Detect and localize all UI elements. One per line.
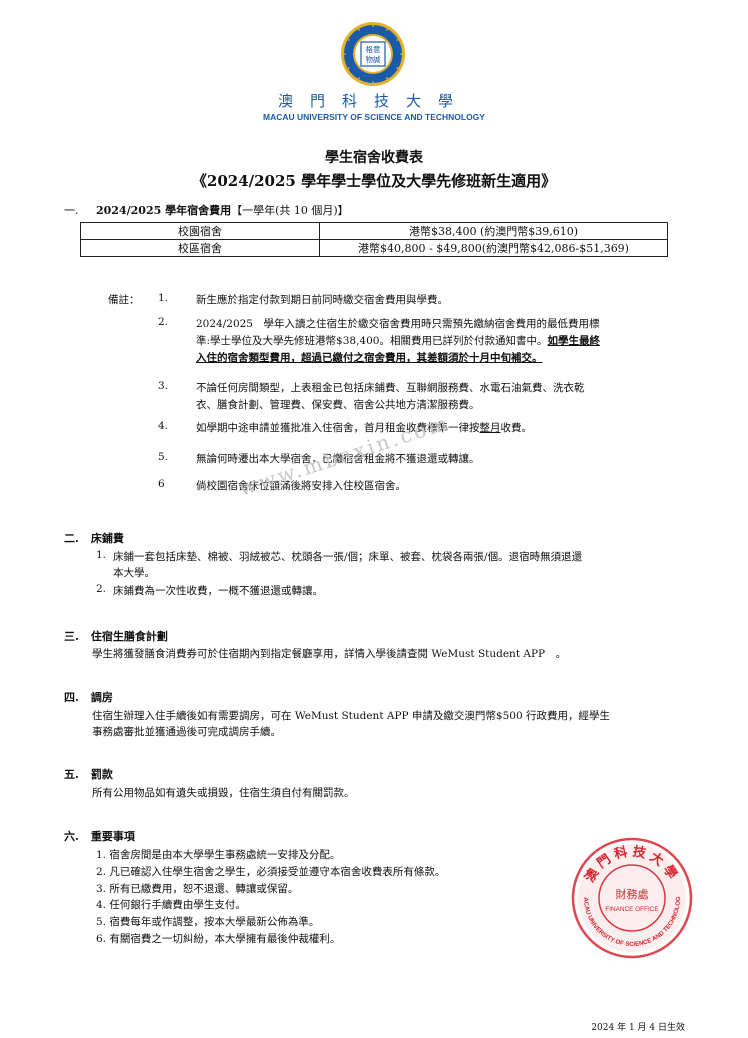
list-text: 床鋪一套包括床墊、棉被、羽絨被芯、枕頭各一張/個；床單、被套、枕袋各兩張/個。退… (113, 551, 583, 563)
list-item: 4. 任何銀行手續費由學生支付。 (96, 897, 246, 912)
section-title: 調房 (90, 691, 113, 704)
seal-center-en: FINANCE OFFICE (605, 906, 658, 913)
section-text: 學生將獲發膳食消費券可於住宿期內到指定餐廳享用，詳情入學後請查閱 WeMust … (92, 648, 567, 660)
section-text: 事務處審批並獲通過後可完成調房手續。 (92, 726, 281, 738)
list-text: 所有已繳費用，恕不退還、轉讓或保留。 (109, 883, 299, 895)
fee-table-cell: 校區宿舍 (80, 239, 320, 257)
seal-center-cn: 財務處 (616, 887, 649, 901)
university-logo: 格意 物誠 (341, 22, 405, 86)
section-number: 六. (64, 830, 79, 843)
list-text: 凡已確認入住學生宿舍之學生，必須接受並遵守本宿舍收費表所有條款。 (109, 866, 446, 878)
note-number: 1. (158, 292, 169, 304)
note-number: 3. (158, 380, 169, 392)
section-title: 床鋪費 (90, 532, 124, 545)
section-number: 一. (64, 204, 79, 217)
note-text-underlined: 整月 (479, 422, 501, 434)
note-text: 不論任何房間類型，上表租金已包括床鋪費、互聯網服務費、水電石油氣費、洗衣乾 (196, 382, 585, 394)
section2-heading: 二. 床鋪費 (64, 530, 124, 546)
list-text: 宿費每年或作調整，按本大學最新公佈為準。 (109, 916, 320, 928)
list-text: 有關宿費之一切糾紛，本大學擁有最後仲裁權利。 (109, 933, 341, 945)
section-text: 所有公用物品如有遺失或損毀，住宿生須自付有關罰款。 (92, 787, 355, 799)
university-name-en: MACAU UNIVERSITY OF SCIENCE AND TECHNOLO… (263, 112, 485, 122)
section-text: 住宿生辦理入住手續後如有需要調房，可在 WeMust Student APP 申… (92, 710, 610, 722)
list-item: 2. 凡已確認入住學生宿舍之學生，必須接受並遵守本宿舍收費表所有條款。 (96, 864, 445, 879)
logo-ring-dots (344, 25, 402, 83)
table-row: 校區宿舍 港幣$40,800 - $49,800(約澳門幣$42,086-$51… (80, 239, 668, 257)
section1-heading: 一. 2024/2025 學年宿舍費用【一學年(共 10 個月)】 (64, 202, 349, 218)
section-number: 二. (64, 532, 79, 545)
note-number: 2. (158, 316, 169, 328)
list-item: 6. 有關宿費之一切糾紛，本大學擁有最後仲裁權利。 (96, 931, 340, 946)
note-text: 如學期中途申請並獲批准入住宿舍，首月租金收費標準一律按 (196, 422, 480, 434)
note-text: 2024/2025 學年入讀之住宿生於繳交宿舍費用時只需預先繳納宿舍費用的最低費… (196, 318, 600, 330)
section5-heading: 五. 罰款 (64, 766, 113, 782)
document-subtitle: 《2024/2025 學年學士學位及大學先修班新生適用》 (191, 172, 557, 190)
note-text: 收費。 (500, 422, 533, 434)
list-number: 5. (96, 916, 107, 928)
note-text-emphasis: 如學生最終 (547, 335, 600, 347)
university-name-cn: 澳門科技大學 (277, 92, 470, 110)
list-number: 1. (96, 549, 107, 561)
note-number: 4. (158, 420, 169, 432)
logo-inner-line1: 格意 (366, 44, 381, 54)
list-item: 3. 所有已繳費用，恕不退還、轉讓或保留。 (96, 881, 298, 896)
fee-table-cell: 港幣$38,400 (約澳門幣$39,610) (319, 222, 668, 240)
list-number: 4. (96, 899, 107, 911)
note-text: 準:學士學位及大學先修班港幣$38,400。相關費用已詳列於付款通知書中。 (196, 335, 548, 347)
note-number: 5. (158, 451, 169, 463)
section-title: 重要事項 (90, 830, 135, 843)
list-item: 1. 宿舍房間是由本大學學生事務處統一安排及分配。 (96, 847, 340, 862)
section-title: 住宿生膳食計劃 (90, 630, 168, 643)
fee-table-cell: 校園宿舍 (80, 222, 320, 240)
note-text-line: 如學期中途申請並獲批准入住宿舍，首月租金收費標準一律按整月收費。 (196, 420, 532, 435)
section4-heading: 四. 調房 (64, 689, 113, 705)
section-number: 三. (64, 630, 79, 643)
note-text-line: 準:學士學位及大學先修班港幣$38,400。相關費用已詳列於付款通知書中。如學生… (196, 333, 600, 348)
section3-heading: 三. 住宿生膳食計劃 (64, 628, 168, 644)
logo-inner-line2: 物誠 (366, 54, 381, 64)
document-title: 學生宿舍收費表 (325, 150, 423, 166)
dorm-fee-table: 校園宿舍 港幣$38,400 (約澳門幣$39,610) 校區宿舍 港幣$40,… (80, 222, 668, 257)
list-text: 本大學。 (113, 567, 155, 579)
note-text-emphasis: 入住的宿舍類型費用，超過已繳付之宿舍費用，其差額須於十月中旬補交。 (196, 352, 543, 364)
section1-heading-bold: 2024/2025 學年宿舍費用 (96, 204, 232, 217)
list-text: 宿舍房間是由本大學學生事務處統一安排及分配。 (109, 849, 341, 861)
table-row: 校園宿舍 港幣$38,400 (約澳門幣$39,610) (80, 222, 668, 240)
section6-heading: 六. 重要事項 (64, 828, 135, 844)
list-number: 2. (96, 583, 107, 595)
note-text: 無論何時遷出本大學宿舍，已繳宿舍租金將不獲退還或轉讓。 (196, 453, 480, 465)
note-number: 6 (158, 478, 165, 490)
section1-heading-rest: 【一學年(共 10 個月)】 (231, 204, 349, 217)
section-number: 四. (64, 691, 79, 704)
list-number: 2. (96, 866, 107, 878)
notes-label: 備註： (108, 294, 140, 306)
list-number: 6. (96, 933, 107, 945)
list-text: 任何銀行手續費由學生支付。 (109, 899, 246, 911)
list-number: 1. (96, 849, 107, 861)
note-text: 新生應於指定付款到期日前同時繳交宿舍費用與學費。 (196, 294, 448, 306)
list-number: 3. (96, 883, 107, 895)
note-text: 衣、膳食計劃、管理費、保安費、宿舍公共地方清潔服務費。 (196, 399, 480, 411)
note-text: 倘校園宿舍床位額滿後將安排入住校區宿舍。 (196, 480, 406, 492)
section-number: 五. (64, 768, 79, 781)
finance-office-seal: 澳門科技大學 MACAU UNIVERSITY OF SCIENCE AND T… (570, 836, 693, 959)
list-text: 床鋪費為一次性收費，一概不獲退還或轉讓。 (113, 585, 323, 597)
effective-date: 2024 年 1 月 4 日生效 (591, 1023, 685, 1033)
fee-table-cell: 港幣$40,800 - $49,800(約澳門幣$42,086-$51,369) (319, 239, 668, 257)
list-item: 5. 宿費每年或作調整，按本大學最新公佈為準。 (96, 914, 319, 929)
section-title: 罰款 (90, 768, 113, 781)
